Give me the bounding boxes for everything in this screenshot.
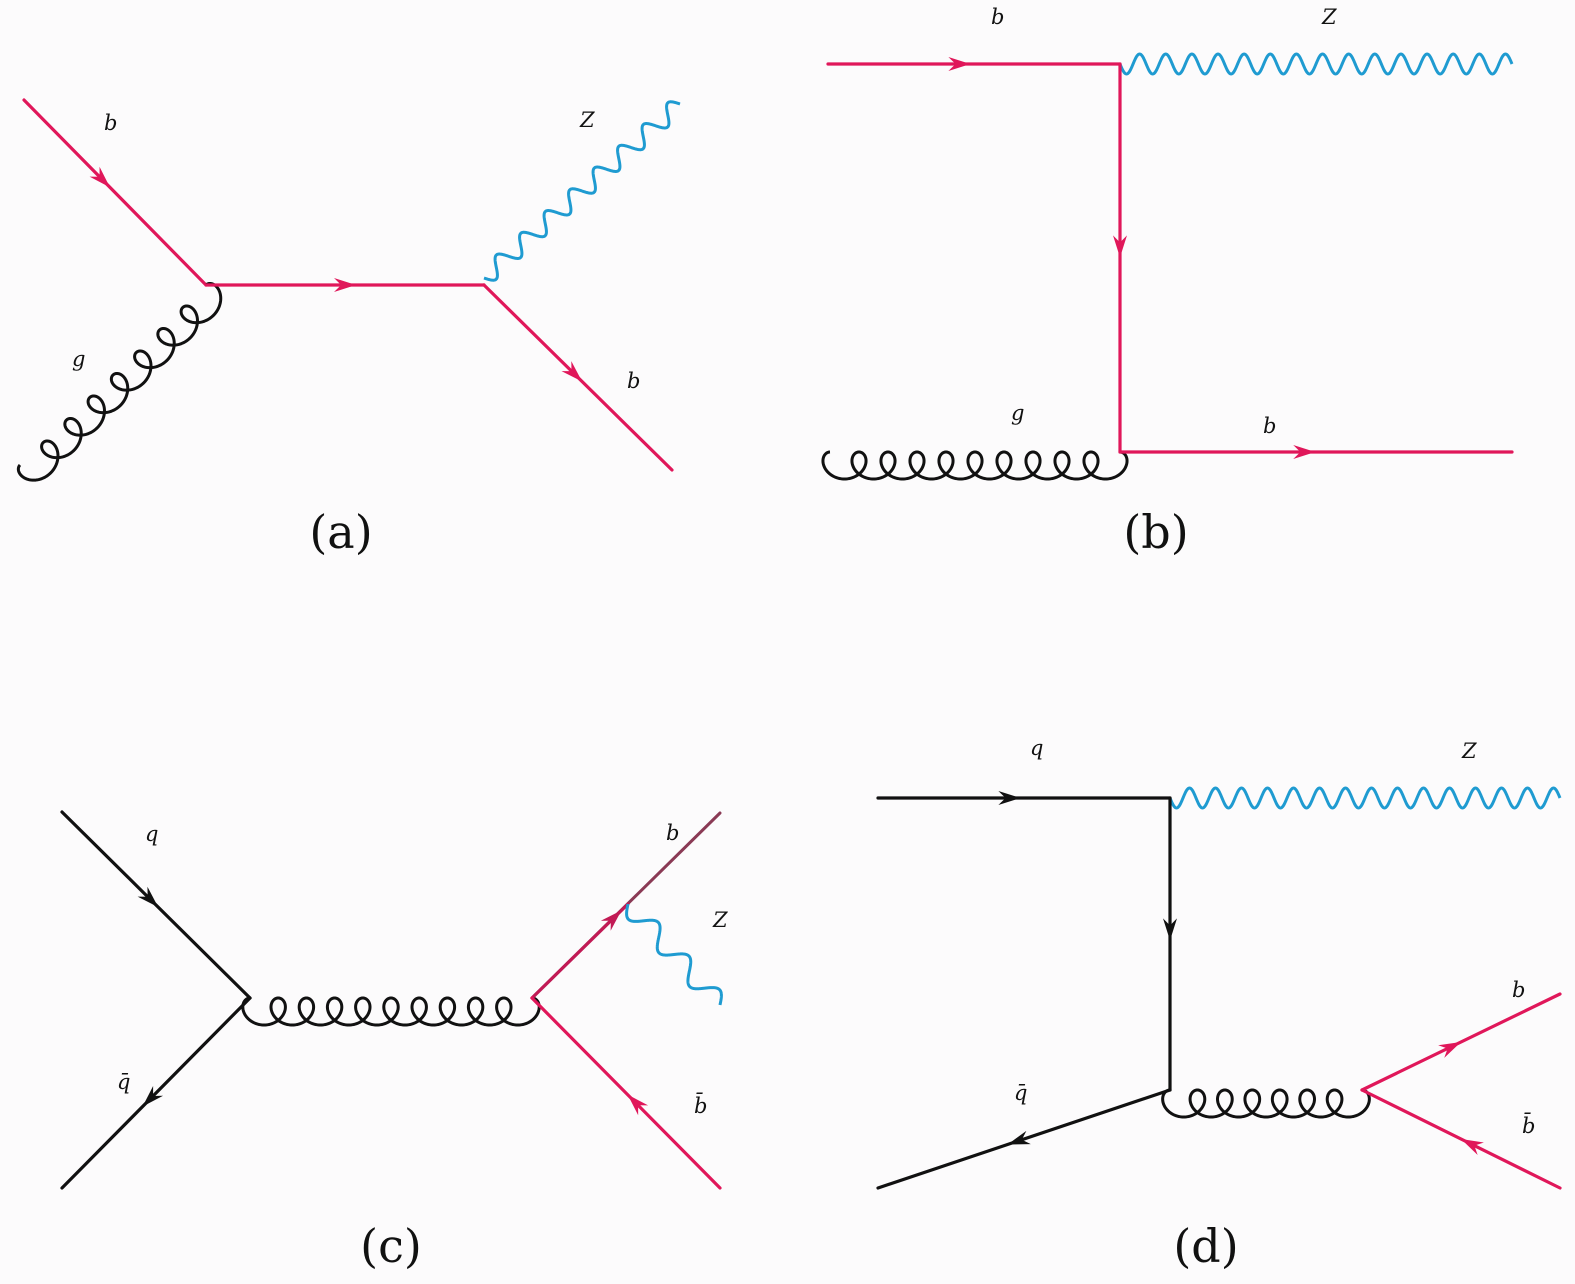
b-line-b-propagator-arrow (1113, 235, 1127, 258)
caption-b: (b) (1123, 505, 1188, 559)
label-b-g-in: g (1011, 401, 1024, 425)
d-line-qbar-incoming-arrow (1007, 1130, 1031, 1145)
a-line-gluon-incoming (16, 281, 223, 482)
label-a-z-out: Z (579, 108, 595, 132)
d-line-qbar-incoming (876, 1088, 1172, 1190)
diagram-b: b Z g b (b) (821, 5, 1514, 559)
diagram-c: q q̄ b Z b̄ (c) (60, 810, 728, 1273)
a-line-b-incoming-arrow (89, 166, 110, 188)
c-line-b-outgoing-segment-arrow (600, 910, 622, 931)
label-d-bbar-out: b̄ (1522, 1112, 1535, 1138)
b-line-gluon-incoming (821, 450, 1129, 481)
d-line-bbar-outgoing-arrow (1461, 1139, 1484, 1156)
label-b-b-out: b (1263, 414, 1276, 438)
d-line-q-propagator-arrow (1163, 918, 1177, 941)
label-a-b-in: b (104, 111, 117, 135)
c-line-bbar-outgoing (530, 996, 722, 1190)
label-d-b-out: b (1512, 978, 1525, 1002)
d-line-b-outgoing-arrow (1438, 1042, 1461, 1058)
c-line-z-outgoing (625, 903, 723, 1006)
label-d-q-in: q (1030, 736, 1043, 760)
label-c-b-out: b (666, 821, 679, 845)
diagram-a: b g Z b (a) (16, 98, 681, 559)
label-a-g-in: g (72, 347, 85, 371)
c-line-qbar-incoming (60, 996, 252, 1190)
label-b-b-in: b (991, 5, 1004, 29)
label-c-qbar-in: q̄ (117, 1070, 130, 1094)
caption-a: (a) (309, 505, 372, 559)
diagram-d: q Z q̄ b b̄ (d) (876, 736, 1562, 1273)
d-line-z-outgoing (1168, 786, 1562, 810)
b-line-z-outgoing (1118, 52, 1514, 76)
label-c-z-out: Z (712, 908, 728, 932)
caption-c: (c) (360, 1219, 422, 1273)
a-line-b-outgoing-arrow (561, 361, 583, 382)
a-line-b-propagator-arrow (334, 278, 356, 292)
label-c-bbar-out: b̄ (694, 1092, 707, 1118)
label-d-z-out: Z (1461, 739, 1477, 763)
label-c-q-in: q (145, 822, 158, 846)
c-line-bbar-outgoing-arrow (627, 1094, 649, 1116)
d-line-bbar-outgoing (1360, 1088, 1562, 1190)
caption-d: (d) (1173, 1219, 1238, 1273)
d-line-gluon-propagator (1161, 1088, 1371, 1119)
c-line-gluon-propagator (241, 996, 541, 1027)
label-d-qbar-in: q̄ (1014, 1081, 1027, 1105)
d-line-q-incoming-arrow (998, 791, 1021, 805)
label-a-b-out: b (627, 369, 640, 393)
d-line-b-outgoing (1360, 992, 1562, 1092)
a-line-b-incoming (22, 98, 208, 287)
c-line-qbar-incoming-arrow (142, 1085, 164, 1107)
label-b-z-out: Z (1321, 5, 1337, 29)
b-line-b-outgoing-arrow (1293, 445, 1316, 459)
b-line-b-incoming-arrow (948, 57, 971, 71)
c-line-q-incoming-arrow (137, 886, 159, 908)
a-line-z-outgoing (483, 100, 681, 282)
